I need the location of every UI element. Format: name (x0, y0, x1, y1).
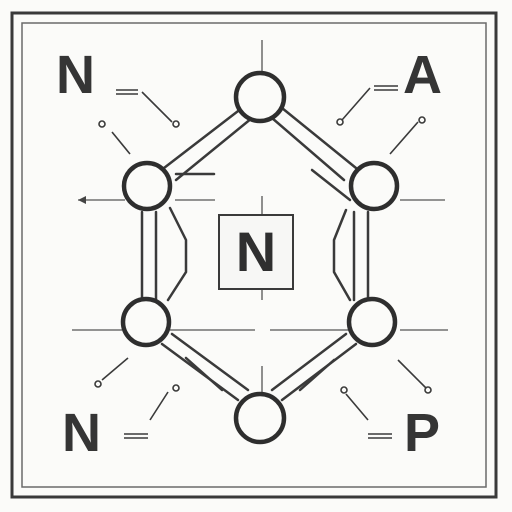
terminal-mark-icon (418, 116, 426, 124)
leader-lines (101, 85, 427, 439)
node-lower-right (346, 296, 398, 348)
node-bottom (233, 391, 287, 445)
corner-label-bottom-right: P (404, 403, 441, 463)
terminal-mark-icon (340, 386, 348, 394)
terminal-mark-icon (98, 120, 106, 128)
corner-label-bottom-left: N (62, 403, 101, 463)
terminal-mark-icon (172, 384, 180, 392)
terminal-mark-icon (336, 118, 344, 126)
corner-label-top-right: A (403, 45, 442, 105)
node-upper-right (348, 160, 400, 212)
center-box: N (218, 214, 294, 290)
node-upper-left (121, 160, 173, 212)
inner-frame (21, 22, 487, 488)
node-lower-left (120, 296, 172, 348)
corner-label-top-left: N (56, 45, 95, 105)
atom-nodes (120, 70, 400, 445)
node-top (233, 70, 287, 124)
terminal-marks (94, 116, 432, 394)
arrow-marker-icon (78, 196, 86, 204)
outer-frame (10, 11, 498, 499)
terminal-mark-icon (424, 386, 432, 394)
terminal-mark-icon (94, 380, 102, 388)
center-label: N (235, 220, 277, 283)
terminal-mark-icon (172, 120, 180, 128)
hexagon-bonds (140, 106, 370, 402)
